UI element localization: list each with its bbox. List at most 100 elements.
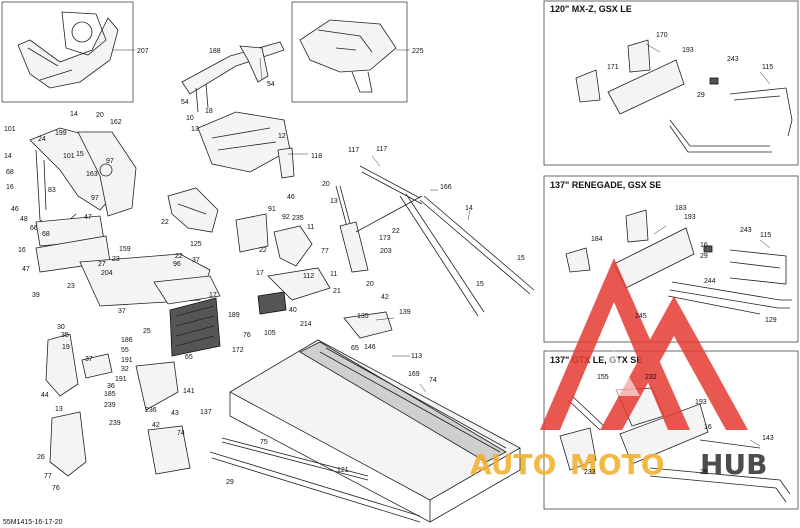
callout-239: 77 [44,473,52,480]
callout-77: 76 [52,485,60,492]
callout-39: 23 [67,283,75,290]
callout-13: 166 [440,184,452,191]
callout-171: 171 [607,64,619,71]
callout-48: 66 [30,225,38,232]
callout-17: 37 [118,308,126,315]
inset-title-120: 120" MX-Z, GSX LE [550,4,632,14]
callout-20: 13 [330,198,338,205]
callout-162: 162 [110,119,122,126]
callout-129: 129 [765,317,777,324]
callout-232: 232 [645,374,657,381]
callout-146: 113 [411,353,422,360]
watermark-text-auto: AUTO [470,448,556,481]
callout-163: 83 [48,187,56,194]
callout-125: 91 [268,206,276,213]
callout-29: 29 [697,92,705,99]
callout-22: 15 [517,255,525,262]
callout-199: 199 [55,130,67,137]
callout-22: 15 [476,281,484,288]
watermark-logo [540,258,748,430]
callout-32: 36 [107,383,115,390]
callout-193: 193 [682,47,694,54]
callout-37: 191 [115,376,127,383]
callout-42: 139 [399,309,411,316]
watermark-text-moto: MOTO [570,448,665,481]
callout-20: 22 [175,253,183,260]
detail-box-207 [1,1,134,103]
callout-39: 23 [112,256,120,263]
callout-166: 14 [465,205,473,212]
callout-207: 207 [137,48,149,55]
callout-135: 42 [381,294,389,301]
callout-18: 18 [205,108,213,115]
callout-11: 17 [256,270,264,277]
callout-30: 35 [61,332,69,339]
callout-117: 20 [322,181,330,188]
callout-22: 125 [190,241,202,248]
callout-173: 22 [392,228,400,235]
inset-120-parts [575,39,793,153]
callout-184: 184 [591,236,603,243]
part-tunnel [229,311,521,523]
callout-239: 44 [41,392,49,399]
callout-12: 12 [278,133,286,140]
callout-101: 101 [63,153,75,160]
callout-35: 19 [62,344,70,351]
callout-29: 29 [700,469,708,476]
callout-43: 236 [145,407,157,414]
callout-37: 191 [121,357,133,364]
callout-97: 97 [106,158,114,165]
callout-16: 163 [86,171,98,178]
callout-42: 74 [177,430,185,437]
callout-143: 143 [762,435,774,442]
callout-236: 65 [185,354,193,361]
callout-115: 115 [762,64,773,71]
callout-225: 225 [412,48,424,55]
callout-15: 96 [173,261,181,268]
callout-11: 22 [259,247,267,254]
callout-16: 16 [704,424,712,431]
callout-244: 244 [704,278,716,285]
callout-labels: 207 225 188 54 54 18 10 13 12 118 46 101… [4,48,525,492]
callout-65: 169 [408,371,420,378]
callout-66: 68 [42,231,50,238]
callout-155: 155 [597,374,609,381]
callout-14: 14 [4,153,12,160]
callout-92: 235 [292,215,304,222]
inset-137-renegade-parts [565,209,792,315]
callout-15: 68 [6,169,14,176]
callout-91: 92 [282,214,290,221]
detail-box-225 [291,1,408,103]
callout-55: 37 [85,356,93,363]
part-slide-rails [209,437,421,523]
part-left-frame [29,127,137,273]
callout-54: 54 [181,99,189,106]
callout-75: 13 [55,406,63,413]
callout-46: 48 [20,216,28,223]
callout-77: 11 [330,271,337,278]
callout-54: 54 [267,81,275,88]
callout-76: 65 [351,345,359,352]
callout-96: 37 [192,257,200,264]
callout-76: 121 [337,467,349,474]
callout-37: 17 [209,292,217,299]
callout-101: 101 [4,126,16,133]
callout-97: 46 [11,206,19,213]
callout-27: 204 [101,270,113,277]
callout-29: 29 [700,253,708,260]
callout-235: 11 [307,224,314,231]
inset-box-120 [543,0,799,166]
callout-121: 29 [226,479,234,486]
callout-10: 10 [186,115,194,122]
callout-24: 24 [38,136,46,143]
part-207-illustration [17,11,135,89]
part-225-illustration [299,19,410,93]
callout-20: 20 [96,112,104,119]
callout-13: 26 [37,454,45,461]
callout-117: 117 [376,146,387,153]
callout-21: 117 [348,147,359,154]
callout-83: 97 [91,195,99,202]
callout-170: 170 [656,32,668,39]
part-center-brackets [167,187,331,315]
callout-68: 16 [6,184,14,191]
